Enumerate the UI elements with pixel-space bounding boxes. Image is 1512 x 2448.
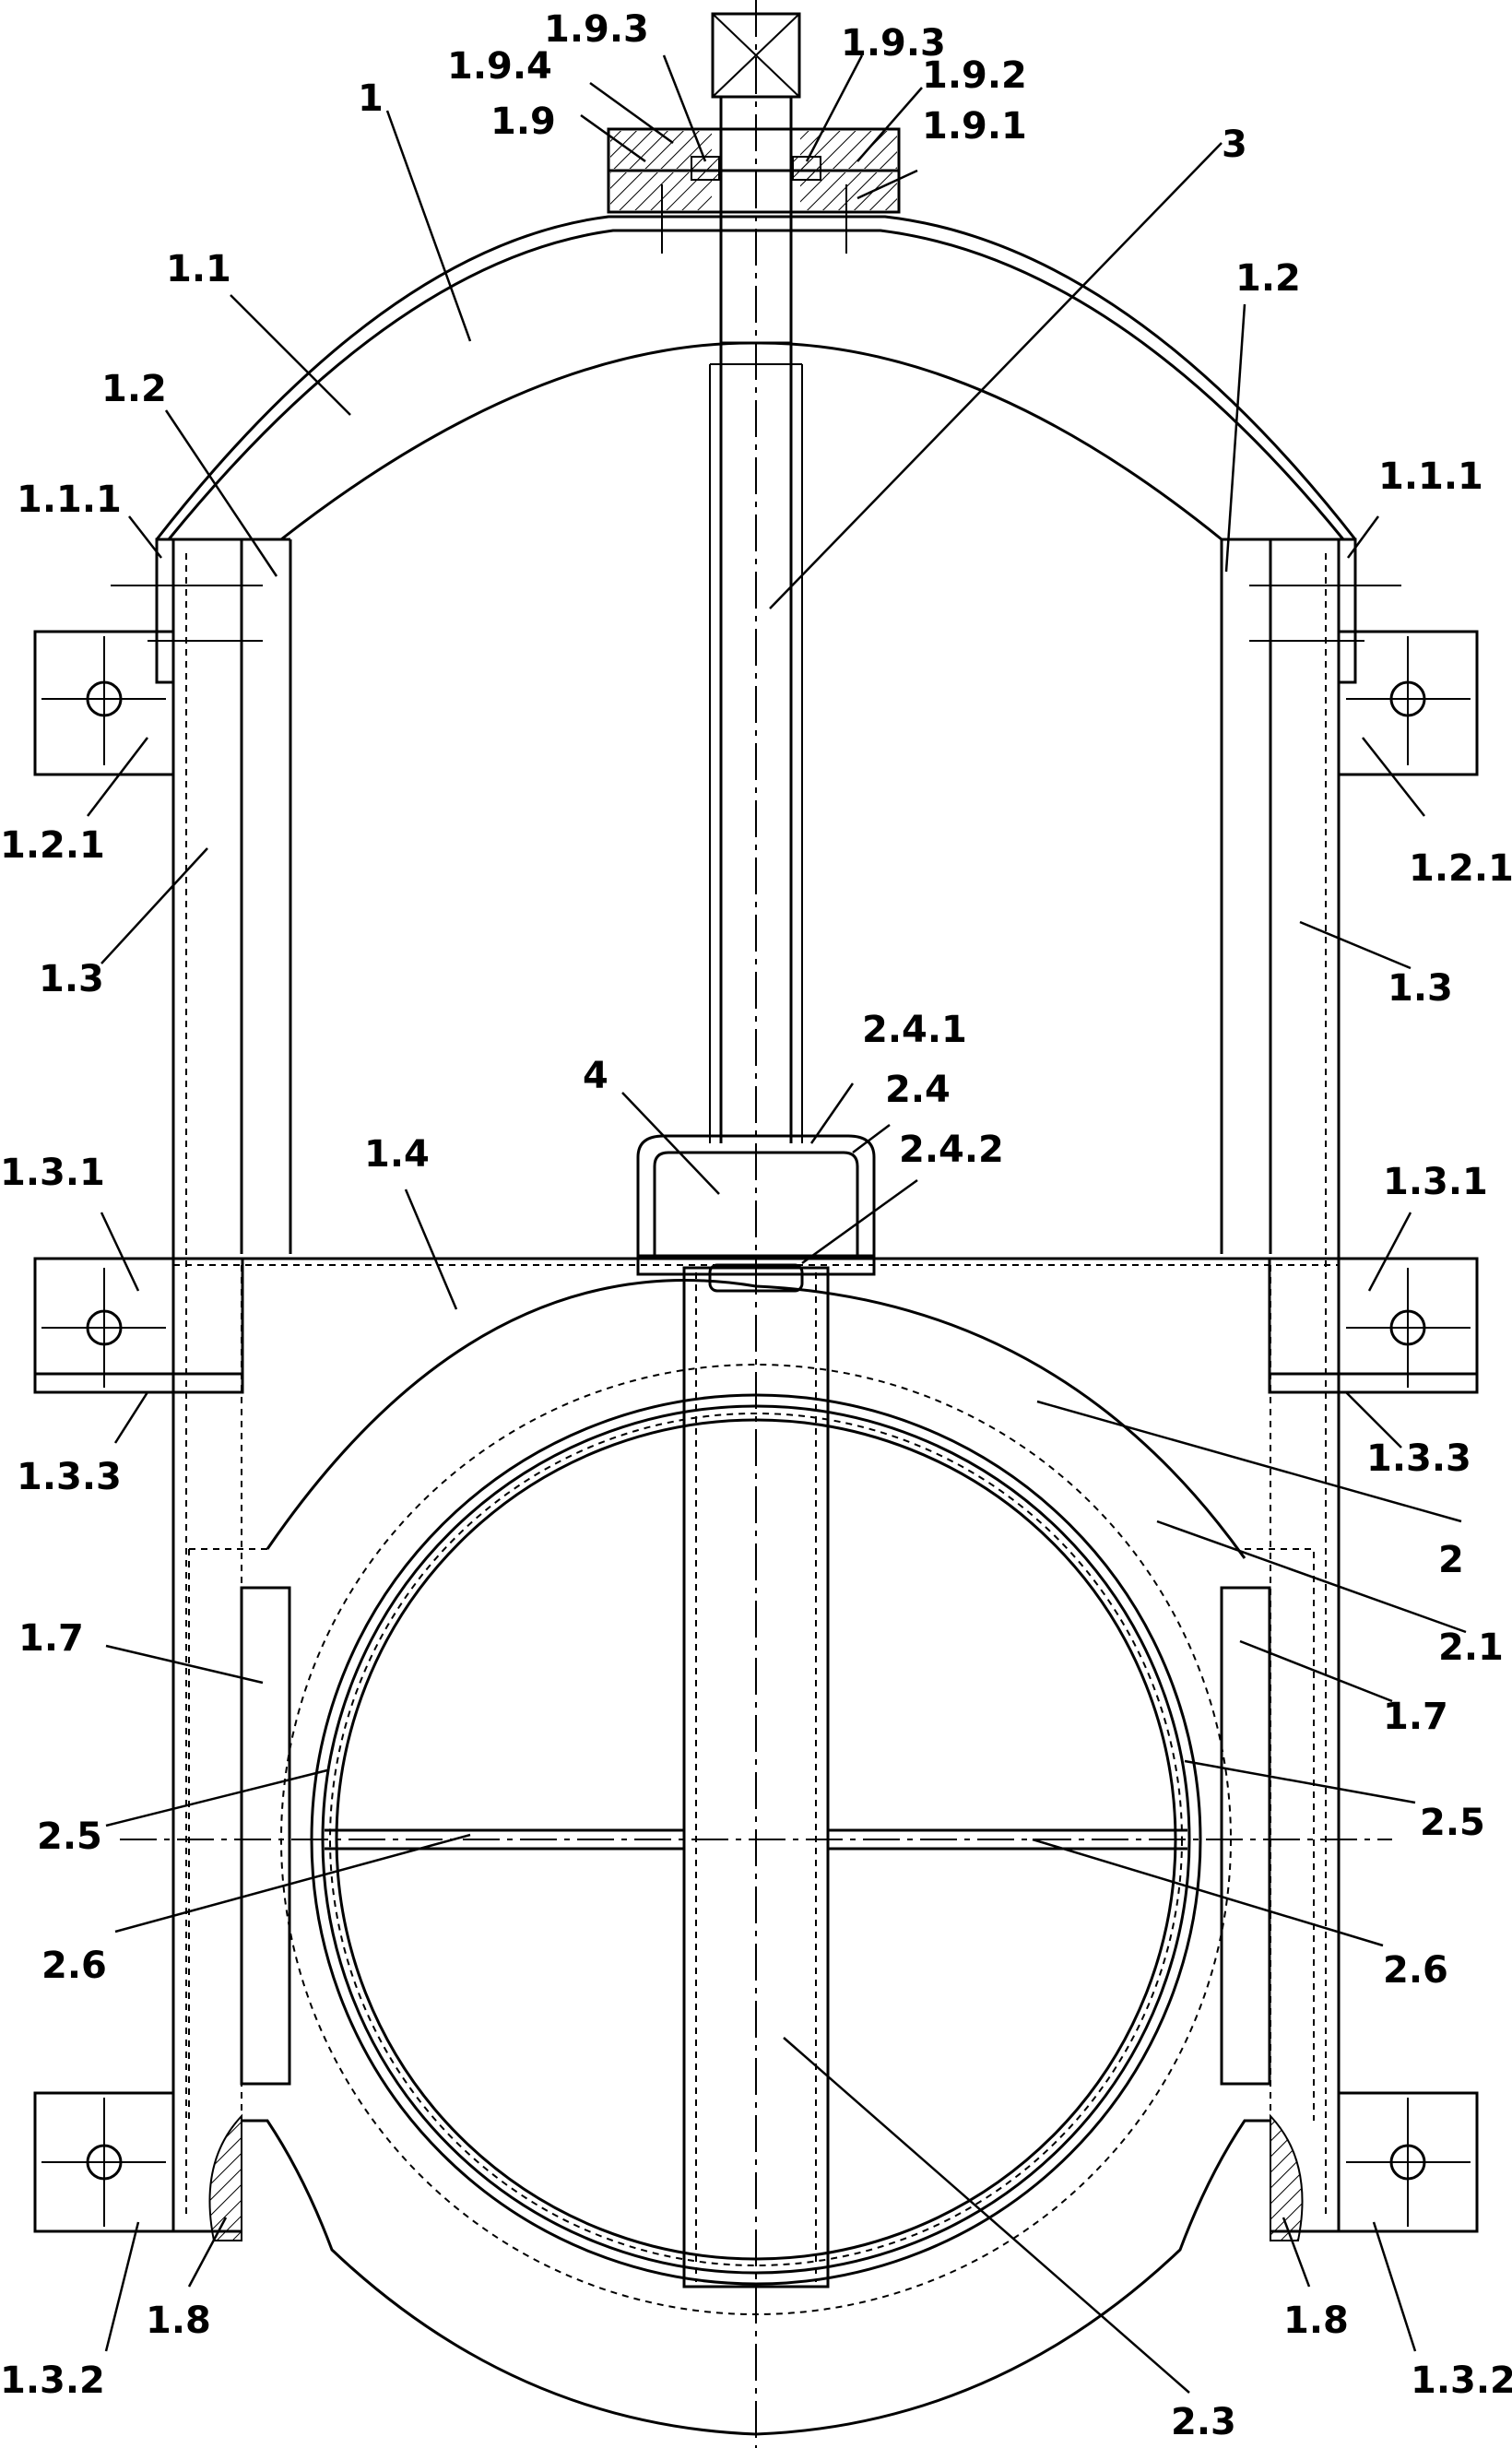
label-1-3-3-left: 1.3.3 [17,1456,122,1498]
label-1-7-left: 1.7 [18,1617,84,1660]
label-1-3-left: 1.3 [39,958,104,1000]
label-2-6-left: 2.6 [41,1945,107,1987]
label-1-3-2-right: 1.3.2 [1411,2359,1512,2402]
label-4: 4 [583,1055,608,1097]
label-2-6-right: 2.6 [1383,1949,1448,1992]
guide-strips [240,1586,1271,2086]
label-1-3-right: 1.3 [1388,967,1453,1010]
label-1-3-1-right: 1.3.1 [1383,1161,1488,1203]
stiffener [325,1828,1187,1851]
label-2: 2 [1438,1539,1464,1581]
label-1-8-left: 1.8 [146,2300,211,2342]
label-2-1: 2.1 [1438,1626,1504,1669]
right-column [1220,538,1401,2231]
label-2-5-left: 2.5 [37,1815,102,1858]
label-1-3-3-right: 1.3.3 [1366,1437,1471,1480]
label-1-9-2: 1.9.2 [922,54,1027,97]
gland-assembly [607,127,901,254]
label-1-2-left: 1.2 [101,368,167,410]
label-1-4: 1.4 [364,1133,430,1176]
leader-lines [87,54,1467,2394]
label-1-9: 1.9 [490,101,556,143]
label-1-9-1: 1.9.1 [922,105,1027,148]
part-labels: 1 1.1 1.1.1 1.1.1 1.2 1.2 1.2.1 1.2.1 1.… [0,8,1512,2443]
label-2-3: 2.3 [1171,2401,1236,2443]
label-1-9-3-right: 1.9.3 [841,22,946,65]
label-1-1-1-left: 1.1.1 [17,479,122,521]
label-3: 3 [1222,124,1247,166]
label-2-4-1: 2.4.1 [862,1009,967,1051]
label-1-9-4: 1.9.4 [447,45,552,88]
label-1-7-right: 1.7 [1383,1696,1448,1738]
label-1-3-1-left: 1.3.1 [0,1152,105,1194]
label-1-9-3-left: 1.9.3 [544,8,649,51]
label-1-8-right: 1.8 [1283,2300,1349,2342]
label-1-1-1-right: 1.1.1 [1378,455,1483,498]
label-2-4: 2.4 [885,1069,951,1111]
label-1-3-2-left: 1.3.2 [0,2359,105,2402]
left-column [111,538,292,2231]
label-1: 1 [358,77,384,120]
label-1-2-1-left: 1.2.1 [0,824,105,867]
center-lines [120,0,1392,2448]
label-2-4-2: 2.4.2 [899,1129,1004,1171]
label-1-2-right: 1.2 [1235,257,1301,300]
label-2-5-right: 2.5 [1420,1802,1485,1844]
label-1-2-1-right: 1.2.1 [1409,847,1512,890]
label-1-1: 1.1 [166,248,231,290]
